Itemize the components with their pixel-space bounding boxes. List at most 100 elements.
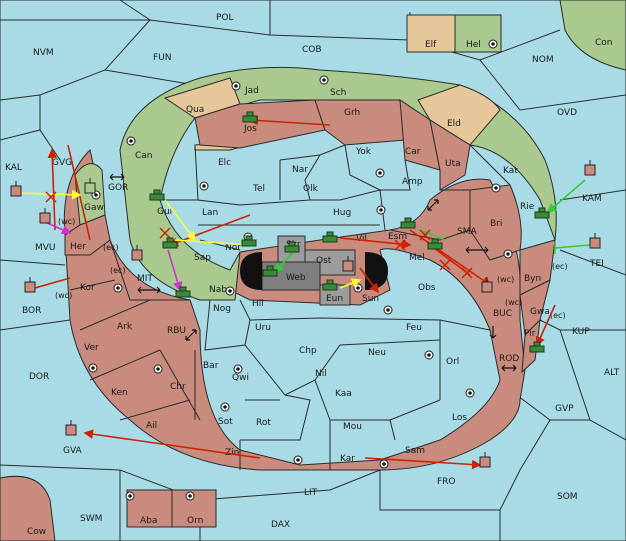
sea-label-nvm: NVM: [33, 48, 54, 58]
land-label-byn: Byn: [524, 274, 541, 284]
region-uta[interactable]: [429, 118, 471, 191]
land-label-kat: Kat: [503, 166, 518, 176]
fail-mark: [394, 239, 406, 251]
coast-label-gwa-ec: (ec): [550, 311, 566, 320]
army-unit[interactable]: [162, 237, 178, 249]
coast-label-gaw-wc: (wc): [58, 217, 75, 226]
army-unit[interactable]: [262, 265, 278, 277]
sea-label-mit: MIT: [137, 274, 153, 284]
land-label-nor: Nor: [225, 243, 241, 253]
land-label-gwa: Gwa: [530, 307, 550, 317]
sc-can: [126, 136, 136, 146]
region-orn[interactable]: [171, 489, 217, 528]
army-unit[interactable]: [149, 189, 165, 201]
sc-bar: [220, 402, 230, 412]
sea-label-ovd: OVD: [557, 108, 577, 118]
coast-label-kor-wc: (wc): [55, 291, 72, 300]
land-label-mel: Mel: [409, 253, 425, 263]
coast-labels: (wc) (ec) (ec) (wc) (wc) (ec) (wc) (ec): [55, 217, 568, 320]
order-arrow: [164, 199, 196, 242]
region-her[interactable]: [64, 214, 111, 256]
land-label-tel: Tel: [252, 184, 265, 194]
strait-buc: [489, 326, 497, 339]
army-unit[interactable]: [175, 286, 191, 298]
land-label-zin: Zin: [225, 448, 239, 458]
sea-label-som: SOM: [557, 492, 578, 502]
sea-label-nom: NOM: [532, 55, 554, 65]
sc-orl: [465, 388, 475, 398]
land-label-sot: Sot: [218, 417, 233, 427]
order-arrow: [273, 249, 296, 274]
fleet-unit[interactable]: [10, 181, 22, 197]
fail-mark: [439, 259, 451, 271]
fleet-unit[interactable]: [84, 178, 96, 194]
strait-rbu: [185, 329, 197, 341]
army-unit[interactable]: [322, 231, 338, 243]
region-aba[interactable]: [126, 489, 173, 528]
sc-bri: [503, 249, 513, 259]
fail-mark: [45, 191, 57, 203]
fleet-unit[interactable]: [39, 208, 51, 224]
strait-markers: [109, 173, 517, 372]
land-label-sch: Sch: [330, 88, 346, 98]
land-label-aba: Aba: [140, 516, 157, 526]
land-label-jad: Jad: [244, 86, 259, 96]
order-arrow: [339, 278, 362, 289]
fleet-unit[interactable]: [584, 160, 596, 176]
order-arrow: [419, 229, 446, 241]
supply-centers: [88, 39, 513, 501]
sea-label-kup: KUP: [572, 327, 590, 337]
sea-label-gvp: GVP: [555, 404, 574, 414]
fleet-unit[interactable]: [131, 245, 143, 261]
fleet-unit[interactable]: [342, 256, 354, 272]
fleet-unit[interactable]: [65, 420, 77, 436]
region-eld[interactable]: [417, 84, 501, 146]
land-label-can: Can: [135, 151, 153, 161]
sea-label-pol: POL: [216, 13, 234, 23]
sc-zin: [293, 455, 303, 465]
army-unit[interactable]: [242, 111, 258, 123]
sea-label-dor: DOR: [29, 372, 49, 382]
order-arrow: [535, 304, 556, 347]
land-label-mou: Mou: [343, 422, 362, 432]
units: [10, 111, 601, 468]
sea-label-kal: KAL: [5, 163, 22, 173]
fleet-unit[interactable]: [481, 277, 493, 293]
land-label-eld: Eld: [447, 119, 461, 129]
army-unit[interactable]: [241, 235, 257, 247]
order-arrow: [167, 249, 183, 292]
sc-car: [376, 205, 386, 215]
fleet-unit[interactable]: [589, 233, 601, 249]
land-label-lan: Lan: [202, 208, 218, 218]
army-unit[interactable]: [534, 207, 550, 219]
tunnel-left: [240, 252, 262, 290]
sea-label-bor: BOR: [22, 306, 41, 316]
sea-label-alt: ALT: [604, 368, 620, 378]
army-unit[interactable]: [400, 217, 416, 229]
sc-ver: [88, 363, 98, 373]
sc-kar: [379, 459, 389, 469]
coast-label-gwa-wc: (wc): [505, 298, 522, 307]
order-arrow: [248, 115, 331, 126]
region-cow[interactable]: [0, 475, 56, 541]
sea-label-gor: GOR: [108, 183, 128, 193]
sc-jad: [231, 81, 241, 91]
fleet-unit[interactable]: [479, 452, 491, 468]
army-unit[interactable]: [284, 241, 300, 253]
order-arrow: [364, 457, 482, 470]
sea-labels: POL NVM FUN COB NOM Con OVD KAL GOR MVU …: [5, 13, 620, 537]
land-label-chp: Chp: [299, 346, 317, 356]
army-unit[interactable]: [529, 341, 545, 353]
land-label-uta: Uta: [445, 159, 461, 169]
land-label-hug: Hug: [333, 208, 351, 218]
sc-kor: [113, 283, 123, 293]
fleet-unit[interactable]: [24, 277, 36, 293]
land-label-qwi: Qwi: [232, 373, 249, 383]
army-unit[interactable]: [427, 238, 443, 250]
land-label-sun: Sun: [362, 294, 379, 304]
land-label-gvg: GVG: [52, 158, 72, 168]
sc-chr: [153, 364, 163, 374]
failed-order-marks: [45, 191, 473, 279]
sea-label-mvu: MVU: [35, 243, 56, 253]
army-unit[interactable]: [322, 279, 338, 291]
